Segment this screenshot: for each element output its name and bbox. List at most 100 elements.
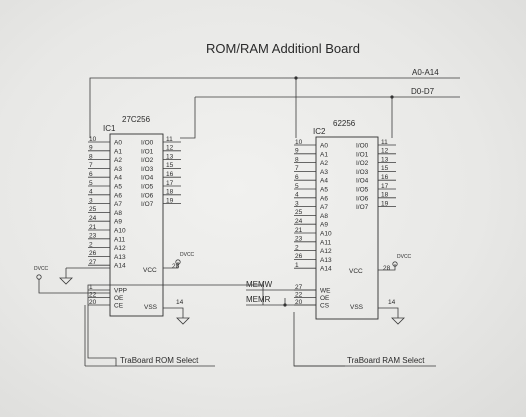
ic1-pin-name: A8 [114,210,122,217]
ic2-vcc-pin-number: 28 [383,265,391,272]
ic2-pin-name: A5 [320,187,328,194]
ic1-pin-name: A1 [114,148,122,155]
ic2-pin-number: 26 [295,253,303,260]
ic1-pin-name: I/O3 [141,166,154,173]
ic2-dvcc-label: DVCC [397,254,412,260]
ic1-pin-name: VPP [114,288,127,295]
ic1-pin-name: A14 [114,263,126,270]
vpp-wire [38,279,110,294]
ic2-pin-name: A8 [320,213,328,220]
ic1-pin-number: 18 [166,189,174,196]
address-bus-label: A0-A14 [412,68,439,77]
ic2-pin-name: A4 [320,178,328,185]
ic2-part-number: 62256 [333,119,356,128]
ic1-pin-number: 2 [89,241,93,248]
ic1-pin-number: 5 [89,180,93,187]
ic2-pin-name: I/O7 [356,204,369,211]
ic2-pin-name: I/O1 [356,151,369,158]
ic2-pins: 10A09A18A27A36A45A54A63A725A824A921A1023… [294,139,396,310]
memr-junction [283,303,287,307]
ic2-vss-wire [378,307,399,318]
ic2-dvcc-terminal [392,261,398,267]
ic1-pin-number: 4 [89,189,93,196]
ic1-pin-name: A10 [114,228,126,235]
ic2-pin-name: A2 [320,160,328,167]
ic1-vss-pin-number: 14 [176,299,184,306]
bus-junction [390,95,394,99]
ram-cs-wire [293,312,345,367]
left-ground-symbol [59,277,73,285]
ic2-pin-name: A6 [320,195,328,202]
ic1-pin-name: OE [114,295,124,302]
ic1-vcc-pin-number: 28 [172,263,180,270]
ic2-vss-pin-number: 14 [388,299,396,306]
ic1-pin-number: 16 [166,171,174,178]
data-bus-label: D0-D7 [411,87,435,96]
ic2-pin-name: A1 [320,151,328,158]
ic2-pin-number: 13 [381,156,389,163]
ic1-pin-number: 20 [89,299,97,306]
ic1-pin-name: I/O1 [141,148,154,155]
ic1-pin-number: 6 [89,171,93,178]
ic1-pin-number: 27 [89,259,97,266]
ic2-pin-number: 20 [295,299,303,306]
ic2-body [315,136,379,320]
ic2-pin-name: WE [320,288,331,295]
ic1-pin-number: 11 [166,136,173,143]
ic2-pin-name: A9 [320,222,328,229]
ic2-vss-pin-name: VSS [350,304,364,311]
ic2-pin-name: I/O3 [356,169,369,176]
ic1-pin-number: 22 [89,291,97,298]
ic1-pin-number: 12 [166,145,174,152]
ic1-pins: 10A09A18A27A36A45A54A63A725A824A921A1023… [88,136,181,310]
ic1-pin-name: A0 [114,140,122,147]
ic1-pin-number: 25 [89,206,97,213]
ic2-pin-number: 9 [295,148,299,155]
ic2-pin-name: A7 [320,204,328,211]
ic2-pin-name: I/O6 [356,195,369,202]
ic1-dvcc-terminal [175,259,181,265]
ic1-pin-number: 23 [89,233,97,240]
ic2-pin-number: 17 [381,183,389,190]
ic2-pin-number: 16 [381,174,389,181]
ic1-pin-name: A2 [114,157,122,164]
ic1-part-number: 27C256 [122,115,151,124]
ic2-pin-name: OE [320,295,330,302]
ic2-vcc-pin-name: VCC [349,268,363,275]
ic2-pin-name: I/O4 [356,178,369,185]
ic1-pin-name: A11 [114,236,125,243]
ic1-pin-number: 17 [166,180,174,187]
ram-select-label: TraBoard RAM Select [347,356,425,365]
ic2-pin-name: A13 [320,257,332,264]
ic2-pin-name: I/O5 [356,187,369,194]
ic1-pin-name: A7 [114,201,122,208]
ic1-pin-number: 26 [89,250,97,257]
ic1-pin-number: 13 [166,153,174,160]
ic2-pin-name: I/O2 [356,160,369,167]
memw-label: MEMW [246,280,273,289]
ic1-vcc-pin-name: VCC [143,267,157,274]
ic2-pin-name: A10 [320,231,332,238]
ic1-pin-name: I/O0 [141,140,154,147]
ic2-pin-name: A12 [320,248,332,255]
ic2-pin-number: 27 [295,284,303,291]
ic1-pin-name: I/O7 [141,201,154,208]
ic1-pin-number: 9 [89,145,93,152]
ic2-pin-number: 11 [381,139,388,146]
ic2-pin-name: A14 [320,266,332,273]
ic1-pin-name: I/O5 [141,184,154,191]
ic2-pin-number: 19 [381,200,389,207]
ic2-pin-number: 5 [295,183,299,190]
ic2-pin-number: 1 [295,262,299,269]
ic2-pin-number: 23 [295,236,303,243]
ic1-pin-number: 1 [89,284,93,291]
ic1-pin-name: A5 [114,184,122,191]
ic1-pin-number: 8 [89,153,93,160]
ic2-pin-number: 6 [295,174,299,181]
ic1-pin-name: I/O2 [141,157,154,164]
memr-to-rom-oe [87,284,264,305]
ic1-reference: IC1 [103,124,116,133]
ic1-pin-number: 15 [166,162,174,169]
